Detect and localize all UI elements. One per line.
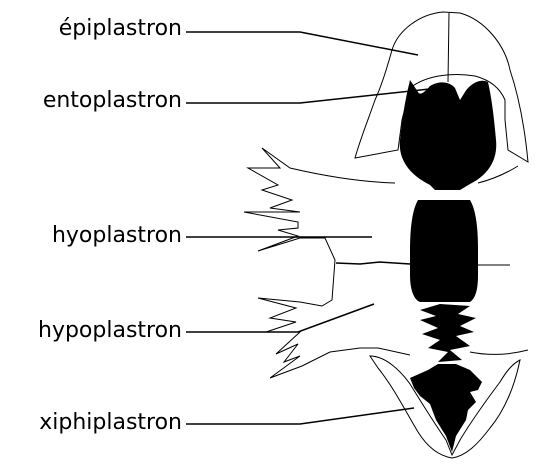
label-hyoplastron: hyoplastron	[52, 223, 182, 249]
leader-line-xiphiplastron	[186, 408, 414, 424]
leader-lines	[186, 32, 448, 424]
leader-line-epiplastron	[186, 32, 418, 55]
label-xiphiplastron: xiphiplastron	[39, 410, 182, 436]
ossified-bones	[400, 80, 496, 452]
label-hypoplastron: hypoplastron	[38, 318, 182, 344]
suture-line	[336, 262, 410, 264]
label-epiplastron: épiplastron	[59, 16, 182, 42]
label-entoplastron: entoplastron	[43, 88, 182, 114]
right-bridge-outline	[470, 166, 528, 354]
